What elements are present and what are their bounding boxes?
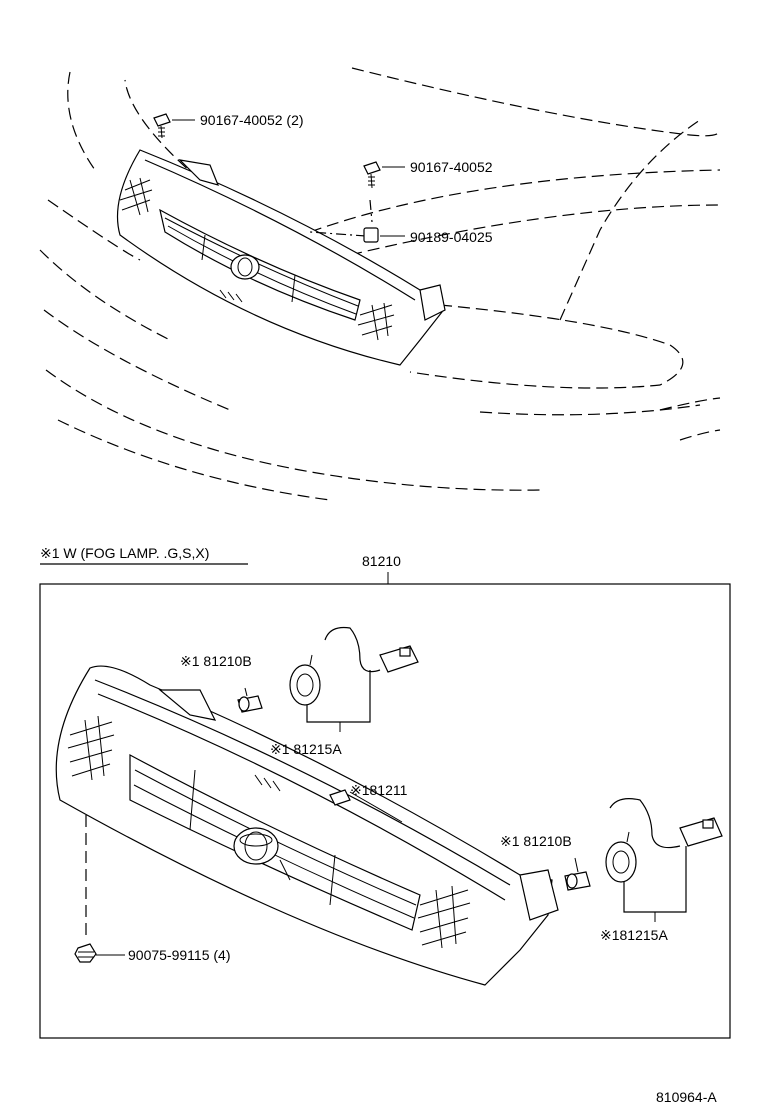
- label-bulb-upper: ※1 81210B: [180, 653, 252, 669]
- emblem-icon: [230, 254, 260, 280]
- label-clip: 90075-99115 (4): [128, 947, 230, 963]
- label-bulb-lower: ※1 81210B: [500, 833, 572, 849]
- vehicle-body-outline: [39, 67, 721, 501]
- nut-icon: [363, 227, 379, 243]
- upper-grille-drawing: [116, 149, 446, 366]
- bolt-icon: [153, 113, 171, 139]
- label-nut-right: 90189-04025: [410, 229, 493, 245]
- bulb-icon: [564, 857, 591, 891]
- figure-id: 810964-A: [656, 1089, 717, 1105]
- lower-grille-drawing: [55, 665, 559, 986]
- bolt-icon: [363, 161, 381, 189]
- label-bolt-right: 90167-40052: [410, 159, 493, 175]
- bulb-icon: [237, 687, 263, 713]
- connector-icon: [379, 645, 419, 673]
- label-bolt-top: 90167-40052 (2): [200, 112, 304, 128]
- socket-icon: [605, 831, 637, 883]
- label-socket-upper: ※1 81215A: [270, 741, 342, 757]
- label-grille-part: ※181211: [350, 782, 408, 798]
- socket-icon: [289, 654, 321, 706]
- variant-note: ※1 W (FOG LAMP. .G,S,X): [40, 545, 209, 561]
- clip-icon: [74, 943, 97, 963]
- label-assembly: 81210: [362, 553, 401, 569]
- assembly-frame: [39, 583, 731, 1039]
- connector-icon: [679, 817, 723, 847]
- label-socket-lower: ※181215A: [600, 927, 668, 943]
